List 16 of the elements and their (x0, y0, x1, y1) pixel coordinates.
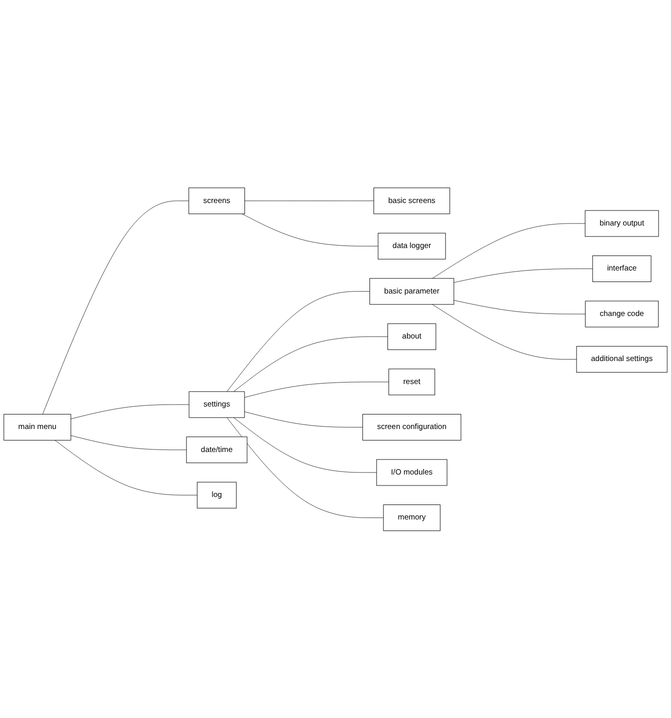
connector (244, 200, 374, 201)
connector (226, 290, 370, 392)
connector (226, 417, 384, 518)
connector (233, 417, 377, 472)
connector (454, 300, 586, 314)
connector (454, 268, 593, 282)
connector (70, 404, 190, 419)
connector (432, 304, 577, 360)
connector (244, 381, 390, 398)
connector (244, 411, 363, 428)
connector (233, 336, 388, 392)
connector (432, 222, 586, 278)
connector (242, 213, 378, 246)
connector (42, 200, 190, 414)
connector (54, 440, 198, 496)
connector (70, 434, 187, 450)
